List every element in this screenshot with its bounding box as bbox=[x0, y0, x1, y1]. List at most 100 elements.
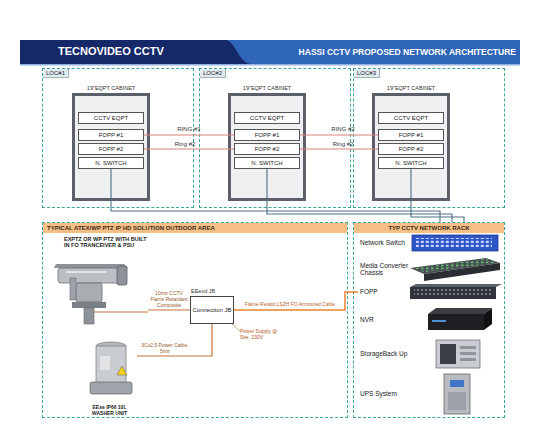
unit-label: CCTV EQPT bbox=[235, 113, 299, 123]
rack-device: StorageBack Up bbox=[358, 338, 501, 370]
unit-label: FOPP #2 bbox=[379, 144, 443, 154]
cable-connector bbox=[144, 148, 234, 149]
rack-device: UPS System bbox=[358, 372, 501, 416]
unit-label: N. SWITCH bbox=[79, 158, 143, 168]
header-rule bbox=[20, 64, 520, 66]
switch-ports bbox=[416, 238, 492, 248]
storage-slot bbox=[460, 352, 476, 355]
washer-label: EExe IP66 10L WASHER UNIT bbox=[82, 404, 137, 416]
camera-front-cap bbox=[117, 266, 127, 285]
location-zone: CCTV EQPTFOPP #1FOPP #2N. SWITCH19"EQPT … bbox=[42, 68, 194, 208]
cabinet-unit: N. SWITCH bbox=[378, 157, 444, 169]
connector-label: Ring #2 bbox=[318, 141, 368, 148]
storage-slot bbox=[460, 358, 476, 361]
fopp-ports bbox=[414, 289, 492, 297]
diagram-title: HASSI CCTV PROPOSED NETWORK ARCHITECTURE bbox=[262, 47, 516, 57]
zone-heading: TYPICAL ATEX/WP PTZ IP HD SOLUTION OUTDO… bbox=[43, 223, 347, 233]
location-zone: CCTV EQPT FOPP #1 FOPP #2 N. SWITCH 19"EQPT … bbox=[199, 68, 351, 208]
camera-housing bbox=[58, 268, 120, 283]
rack-device: NVR bbox=[358, 306, 501, 334]
device-label: StorageBack Up bbox=[360, 350, 412, 357]
rack-device: Network Switch bbox=[358, 234, 501, 252]
connector-label: Flame Retard LSZH FO Armoured Cable bbox=[236, 302, 344, 308]
camera-label: EXPTZ OR WP PTZ WITH BUILT IN FO TRANCEI… bbox=[64, 236, 148, 249]
unit-label: FOPP #2 bbox=[79, 144, 143, 154]
ups-display bbox=[450, 380, 464, 387]
cabinet-unit: FOPP #2 bbox=[234, 143, 300, 155]
cable-connector bbox=[234, 292, 358, 310]
unit-label: CCTV EQPT bbox=[379, 113, 443, 123]
company-name: TECNOVIDEO CCTV bbox=[58, 45, 228, 57]
cable-connector bbox=[267, 169, 452, 222]
outdoor-area-zone: EXPTZ OR WP PTZ WITH BUILT IN FO TRANCEI… bbox=[42, 222, 348, 418]
camera-base-plate bbox=[72, 302, 106, 308]
fopp-icon bbox=[410, 287, 496, 299]
unit-label: FOPP #1 bbox=[379, 130, 443, 140]
cabinet-unit: CCTV EQPT bbox=[78, 112, 144, 124]
washer-tank bbox=[96, 346, 126, 384]
connector-label: Ring #2 bbox=[160, 141, 210, 148]
cable-connector bbox=[144, 134, 234, 135]
nvr-side bbox=[484, 308, 492, 330]
nvr-top bbox=[428, 308, 492, 314]
cabinet-unit: FOPP #1 bbox=[234, 129, 300, 141]
camera-highlight bbox=[66, 271, 106, 273]
leader-line bbox=[232, 324, 240, 331]
washer-unit: EExe IP66 10L WASHER UNIT bbox=[82, 338, 137, 416]
cabinet-unit: FOPP #1 bbox=[378, 129, 444, 141]
header-logo-band bbox=[20, 40, 252, 64]
rack-device: Media Converter Chassis bbox=[358, 256, 501, 282]
unit-label: FOPP #2 bbox=[235, 144, 299, 154]
jb-label: Connection JB bbox=[191, 297, 233, 323]
cabinet-unit: FOPP #2 bbox=[78, 143, 144, 155]
device-label: FOPP bbox=[360, 288, 412, 295]
cabinet-label: 19"EQPT CABINET bbox=[365, 85, 457, 91]
location-label: LOC#2 bbox=[200, 69, 226, 78]
cable-connector bbox=[111, 169, 440, 222]
connector-label: RING #2 bbox=[318, 126, 368, 133]
nvr-led bbox=[432, 320, 446, 322]
unit-label: CCTV EQPT bbox=[79, 113, 143, 123]
location-label: LOC#1 bbox=[43, 69, 69, 78]
cabinet-unit: N. SWITCH bbox=[78, 157, 144, 169]
washer-sight-glass bbox=[100, 356, 110, 370]
jb-type-label: EEexd JB bbox=[191, 288, 215, 294]
media-converter-modules bbox=[414, 259, 496, 272]
cabinet-unit: FOPP #2 bbox=[378, 143, 444, 155]
device-label: NVR bbox=[360, 316, 412, 323]
connector-label: RING #1 bbox=[164, 126, 214, 133]
storage-slot bbox=[460, 346, 476, 349]
cabinet-unit: CCTV EQPT bbox=[378, 112, 444, 124]
cabinet-unit: CCTV EQPT bbox=[234, 112, 300, 124]
connector-label: 10mtr CCTV Flame Retardant Composite bbox=[148, 291, 190, 308]
cable-connector bbox=[148, 309, 190, 310]
equipment-cabinet: CCTV EQPTFOPP #1FOPP #2N. SWITCH19"EQPT … bbox=[228, 93, 306, 201]
location-zone: CCTV EQPT FOPP #1 FOPP #2 N. SWITCH 19"EQPT … bbox=[353, 68, 505, 208]
warning-sign bbox=[117, 366, 127, 375]
connector-label: 3Cx2.5 Power Cable, 5mtr bbox=[139, 343, 191, 355]
cabinet-label: 19"EQPT CABINET bbox=[221, 85, 313, 91]
ptz-camera: EXPTZ OR WP PTZ WITH BUILT IN FO TRANCEI… bbox=[48, 236, 148, 328]
device-label: UPS System bbox=[360, 390, 412, 397]
note-label: Power Supply @ Site, 230V bbox=[240, 328, 284, 340]
header-band bbox=[20, 40, 520, 64]
cable-connector bbox=[411, 169, 464, 222]
fopp-top bbox=[410, 284, 502, 287]
unit-label: N. SWITCH bbox=[235, 158, 299, 168]
unit-label: N. SWITCH bbox=[379, 158, 443, 168]
ups-grille bbox=[448, 392, 466, 410]
camera-cable bbox=[94, 311, 148, 312]
location-label: LOC#3 bbox=[354, 69, 380, 78]
device-label: Network Switch bbox=[360, 239, 412, 246]
camera-yoke bbox=[70, 278, 76, 300]
cabinet-unit: FOPP #1 bbox=[78, 129, 144, 141]
zone-heading: TYP CCTV NETWORK RACK bbox=[354, 223, 504, 233]
rack-device: FOPP bbox=[358, 284, 501, 300]
ups-icon bbox=[444, 374, 470, 414]
cable-connector bbox=[300, 134, 378, 135]
